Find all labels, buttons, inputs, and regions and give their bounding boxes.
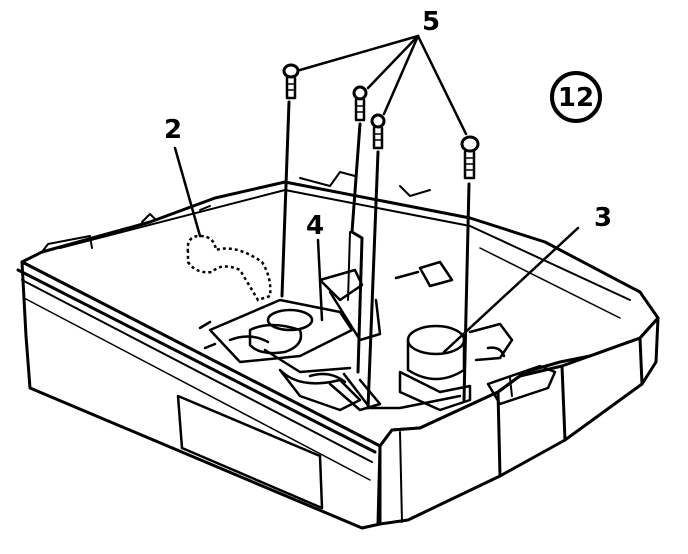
callout-4: 4 — [306, 211, 324, 241]
hidden-part-outline — [186, 234, 272, 302]
leader-lines — [173, 34, 580, 354]
screw-1 — [280, 63, 300, 298]
callout-2: 2 — [164, 115, 182, 145]
callout-5: 5 — [422, 7, 440, 37]
screw-2 — [347, 85, 368, 374]
internal-mechanism — [198, 260, 514, 412]
screw-4 — [460, 135, 480, 402]
mounting-screws — [280, 63, 480, 410]
step-number: 12 — [558, 83, 594, 113]
screw-3 — [366, 113, 386, 410]
step-number-badge: 12 — [550, 71, 602, 123]
chassis — [16, 171, 660, 530]
callout-3: 3 — [594, 203, 612, 233]
callout-labels: 5 2 4 3 — [164, 7, 612, 241]
